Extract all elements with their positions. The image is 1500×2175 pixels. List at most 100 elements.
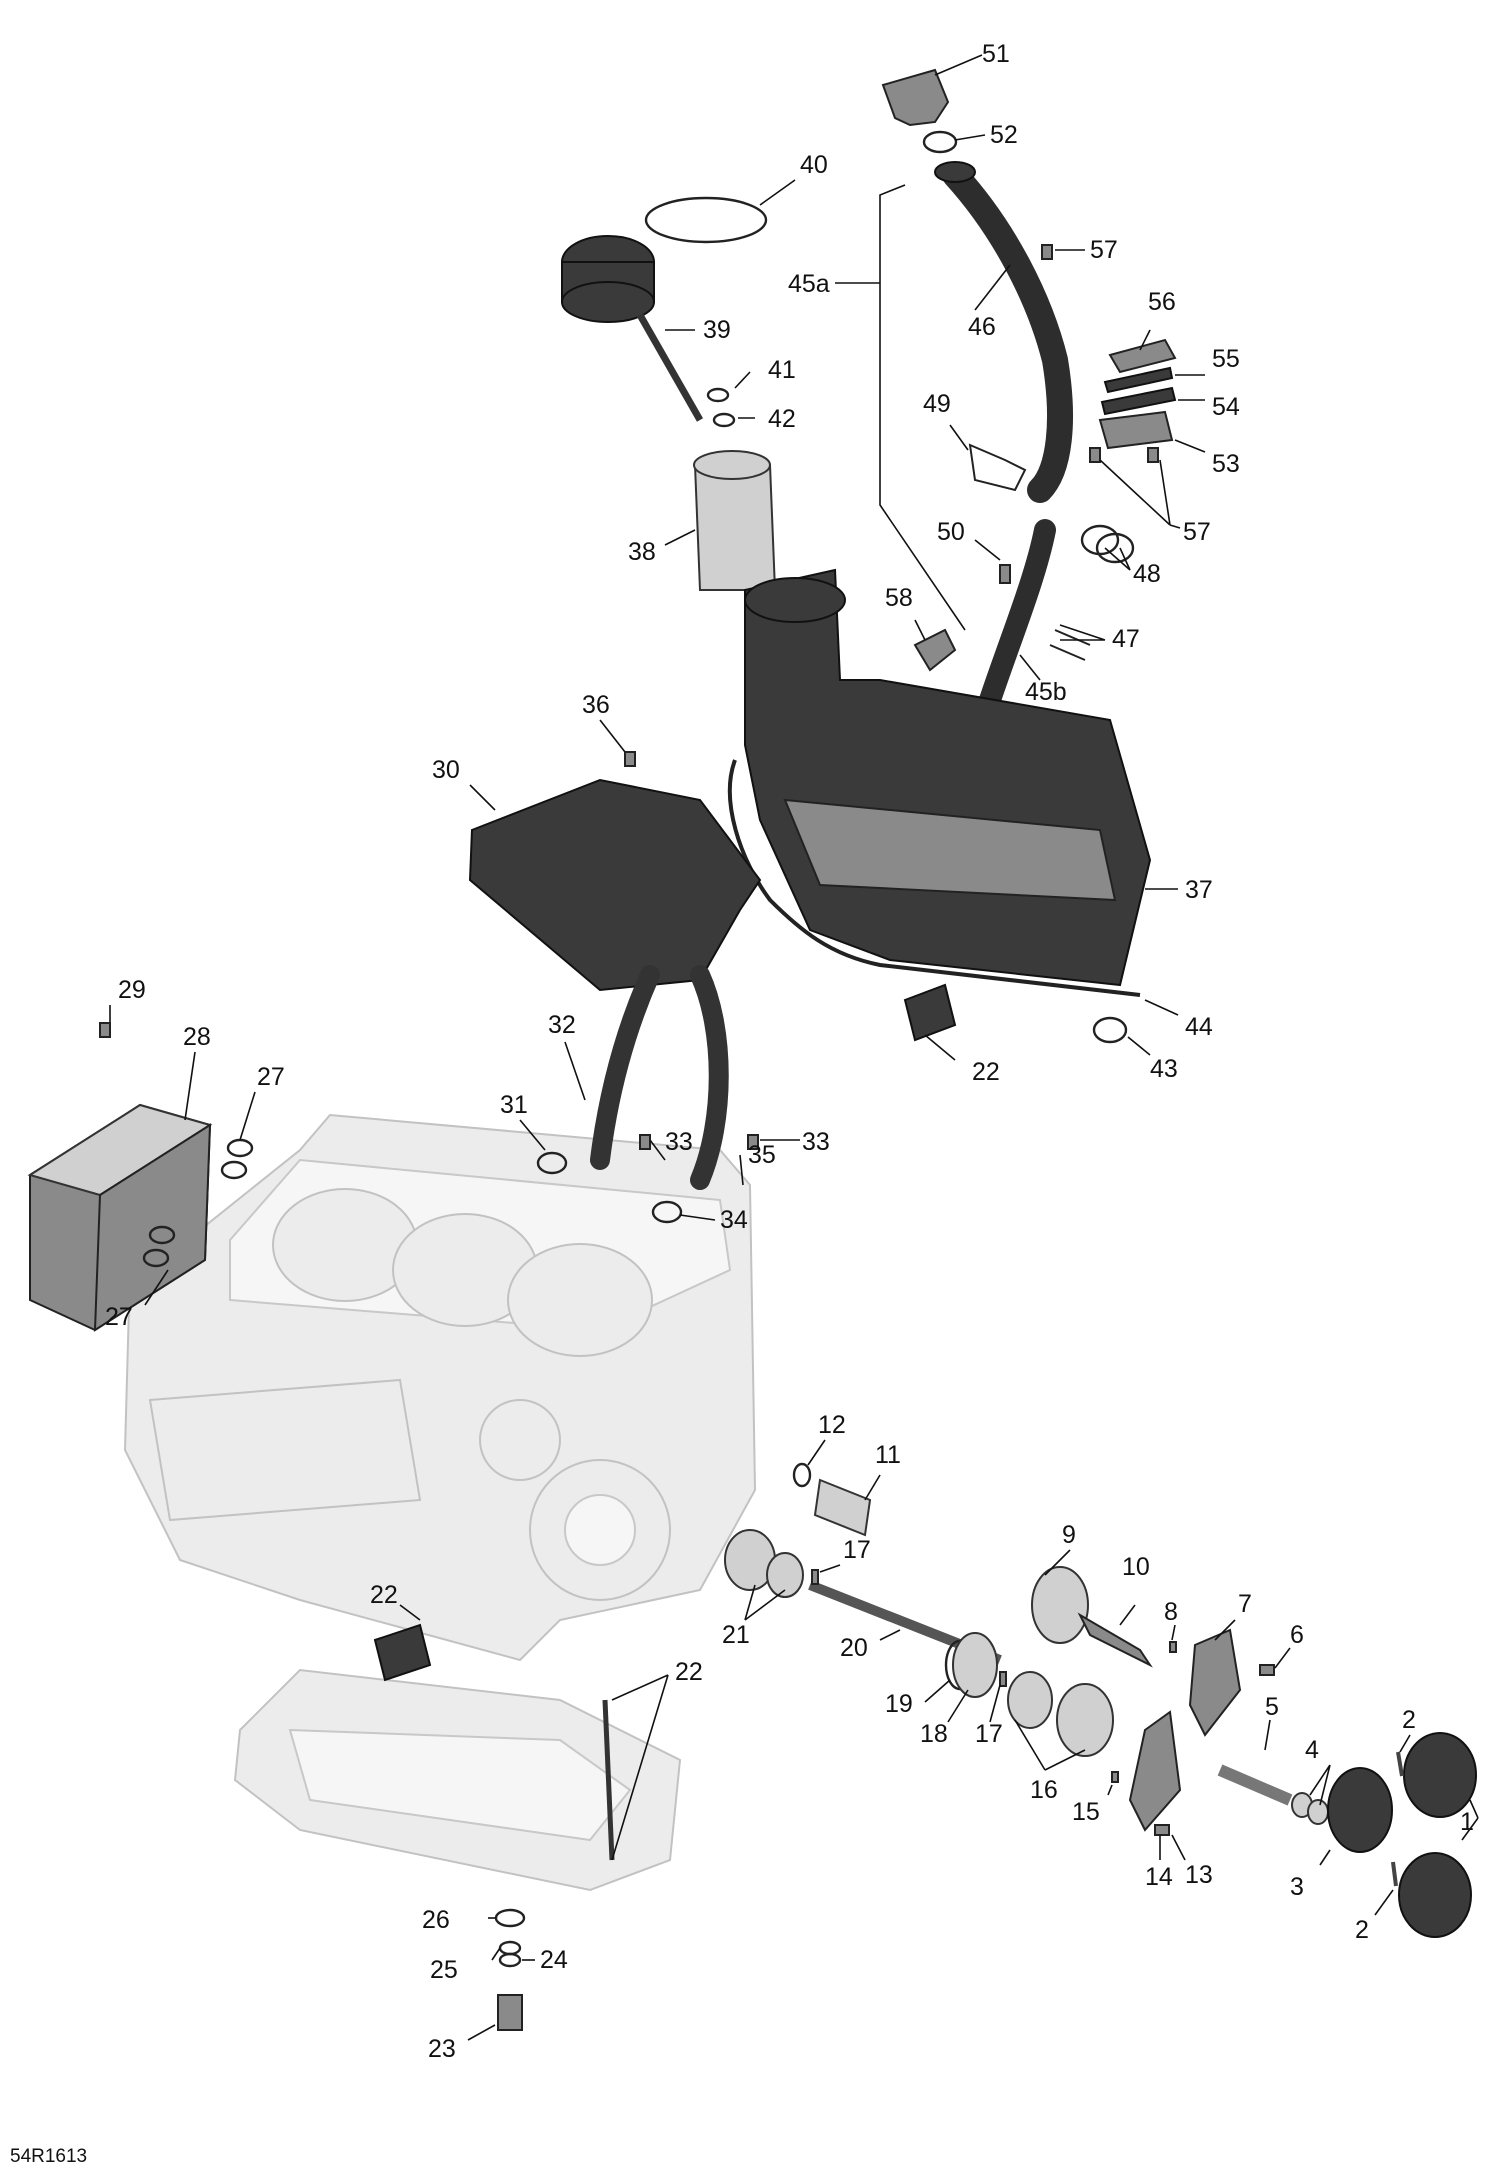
clip-47 xyxy=(1049,629,1091,661)
bracket-53 xyxy=(1098,410,1174,450)
filler-tube-top xyxy=(934,161,976,183)
strainer-22-upper xyxy=(903,983,957,1042)
callout-22: 22 xyxy=(370,1581,398,1609)
gasket-49 xyxy=(968,443,1027,492)
callout-40: 40 xyxy=(800,151,828,179)
engine-block-ghost xyxy=(123,1113,757,1662)
pump-cover-7 xyxy=(1188,1628,1242,1737)
filter-cap-base xyxy=(561,281,655,323)
callout-27: 27 xyxy=(105,1303,133,1331)
o-ring-27d xyxy=(142,1248,170,1268)
leader-lines xyxy=(109,54,1479,2041)
bushing-4b xyxy=(1307,1799,1329,1825)
bracket-54 xyxy=(1100,386,1177,416)
pin-17a xyxy=(811,1569,819,1585)
callout-22: 22 xyxy=(675,1658,703,1686)
oil-filter-top xyxy=(693,450,771,480)
screw-6 xyxy=(1259,1664,1275,1676)
screw-33b xyxy=(747,1134,759,1150)
o-ring-27b xyxy=(220,1160,248,1180)
screw-29 xyxy=(99,1022,111,1038)
screw-57b xyxy=(1089,447,1101,463)
callout-39: 39 xyxy=(703,316,731,344)
gear-1b xyxy=(1398,1852,1472,1938)
callout-34: 34 xyxy=(720,1206,748,1234)
oil-pipe-32 xyxy=(590,965,660,1170)
callout-15: 15 xyxy=(1072,1798,1100,1826)
callout-29: 29 xyxy=(118,976,146,1004)
o-ring-27a xyxy=(226,1138,254,1158)
o-ring-41 xyxy=(706,387,730,403)
screw-57a xyxy=(1041,244,1053,260)
callout-33: 33 xyxy=(665,1128,693,1156)
callout-14: 14 xyxy=(1145,1863,1173,1891)
callout-43: 43 xyxy=(1150,1055,1178,1083)
callout-18: 18 xyxy=(920,1720,948,1748)
callout-38: 38 xyxy=(628,538,656,566)
callout-2: 2 xyxy=(1402,1706,1416,1734)
callout-6: 6 xyxy=(1290,1621,1304,1649)
baffle-plate xyxy=(468,778,762,992)
callout-56: 56 xyxy=(1148,288,1176,316)
callout-22: 22 xyxy=(972,1058,1000,1086)
dipstick-cap xyxy=(881,68,950,127)
gear-1a xyxy=(1403,1732,1477,1818)
callout-37: 37 xyxy=(1185,876,1213,904)
o-ring-52 xyxy=(922,130,958,154)
callout-2: 2 xyxy=(1355,1916,1369,1944)
o-ring-26 xyxy=(494,1908,526,1928)
callout-57: 57 xyxy=(1090,236,1118,264)
callout-10: 10 xyxy=(1122,1553,1150,1581)
callout-33: 33 xyxy=(802,1128,830,1156)
rotor-16b xyxy=(1056,1683,1114,1757)
callout-9: 9 xyxy=(1062,1521,1076,1549)
pin-15 xyxy=(1111,1771,1119,1783)
filter-rod xyxy=(636,313,704,422)
callout-45a: 45a xyxy=(788,270,830,298)
callout-23: 23 xyxy=(428,2035,456,2063)
callout-27: 27 xyxy=(257,1063,285,1091)
bracket-56 xyxy=(1108,338,1177,374)
callout-26: 26 xyxy=(422,1906,450,1934)
pin-2a xyxy=(1396,1751,1404,1777)
callout-30: 30 xyxy=(432,756,460,784)
bracket-55 xyxy=(1103,366,1174,394)
callout-16: 16 xyxy=(1030,1776,1058,1804)
gear-3 xyxy=(1327,1767,1393,1853)
fitting-11 xyxy=(813,1478,872,1537)
callout-19: 19 xyxy=(885,1690,913,1718)
callout-20: 20 xyxy=(840,1634,868,1662)
dipstick-pipe xyxy=(979,519,1056,711)
o-ring-40 xyxy=(644,196,768,244)
callout-5: 5 xyxy=(1265,1693,1279,1721)
o-ring-25 xyxy=(498,1940,522,1956)
rotor-shaft-10 xyxy=(1077,1612,1153,1668)
callout-25: 25 xyxy=(430,1956,458,1984)
callout-35: 35 xyxy=(748,1141,776,1169)
o-ring-31 xyxy=(536,1151,568,1175)
callout-49: 49 xyxy=(923,390,951,418)
callout-1: 1 xyxy=(1460,1808,1474,1836)
callout-54: 54 xyxy=(1212,393,1240,421)
oil-filter-element xyxy=(693,464,777,591)
callout-labels: 51 52 40 57 45a 46 56 39 55 41 54 42 49 … xyxy=(10,40,1474,2167)
o-ring-48b xyxy=(1095,532,1135,564)
callout-41: 41 xyxy=(768,356,796,384)
callout-50: 50 xyxy=(937,518,965,546)
o-ring-43 xyxy=(1092,1016,1128,1044)
pump-body-18 xyxy=(952,1632,998,1698)
o-ring-34 xyxy=(651,1200,683,1224)
gear-shaft-5 xyxy=(1217,1764,1293,1806)
oil-pipe-35 xyxy=(690,965,729,1190)
callout-21: 21 xyxy=(722,1621,750,1649)
callout-3: 3 xyxy=(1290,1873,1304,1901)
callout-57: 57 xyxy=(1183,518,1211,546)
pin-2b xyxy=(1391,1861,1398,1887)
screw-33a xyxy=(639,1134,651,1150)
sleeve-21b xyxy=(766,1552,804,1598)
callout-31: 31 xyxy=(500,1091,528,1119)
o-ring-24 xyxy=(498,1952,522,1968)
callout-8: 8 xyxy=(1164,1598,1178,1626)
o-ring-12 xyxy=(792,1462,812,1488)
callout-45b: 45b xyxy=(1025,678,1067,706)
